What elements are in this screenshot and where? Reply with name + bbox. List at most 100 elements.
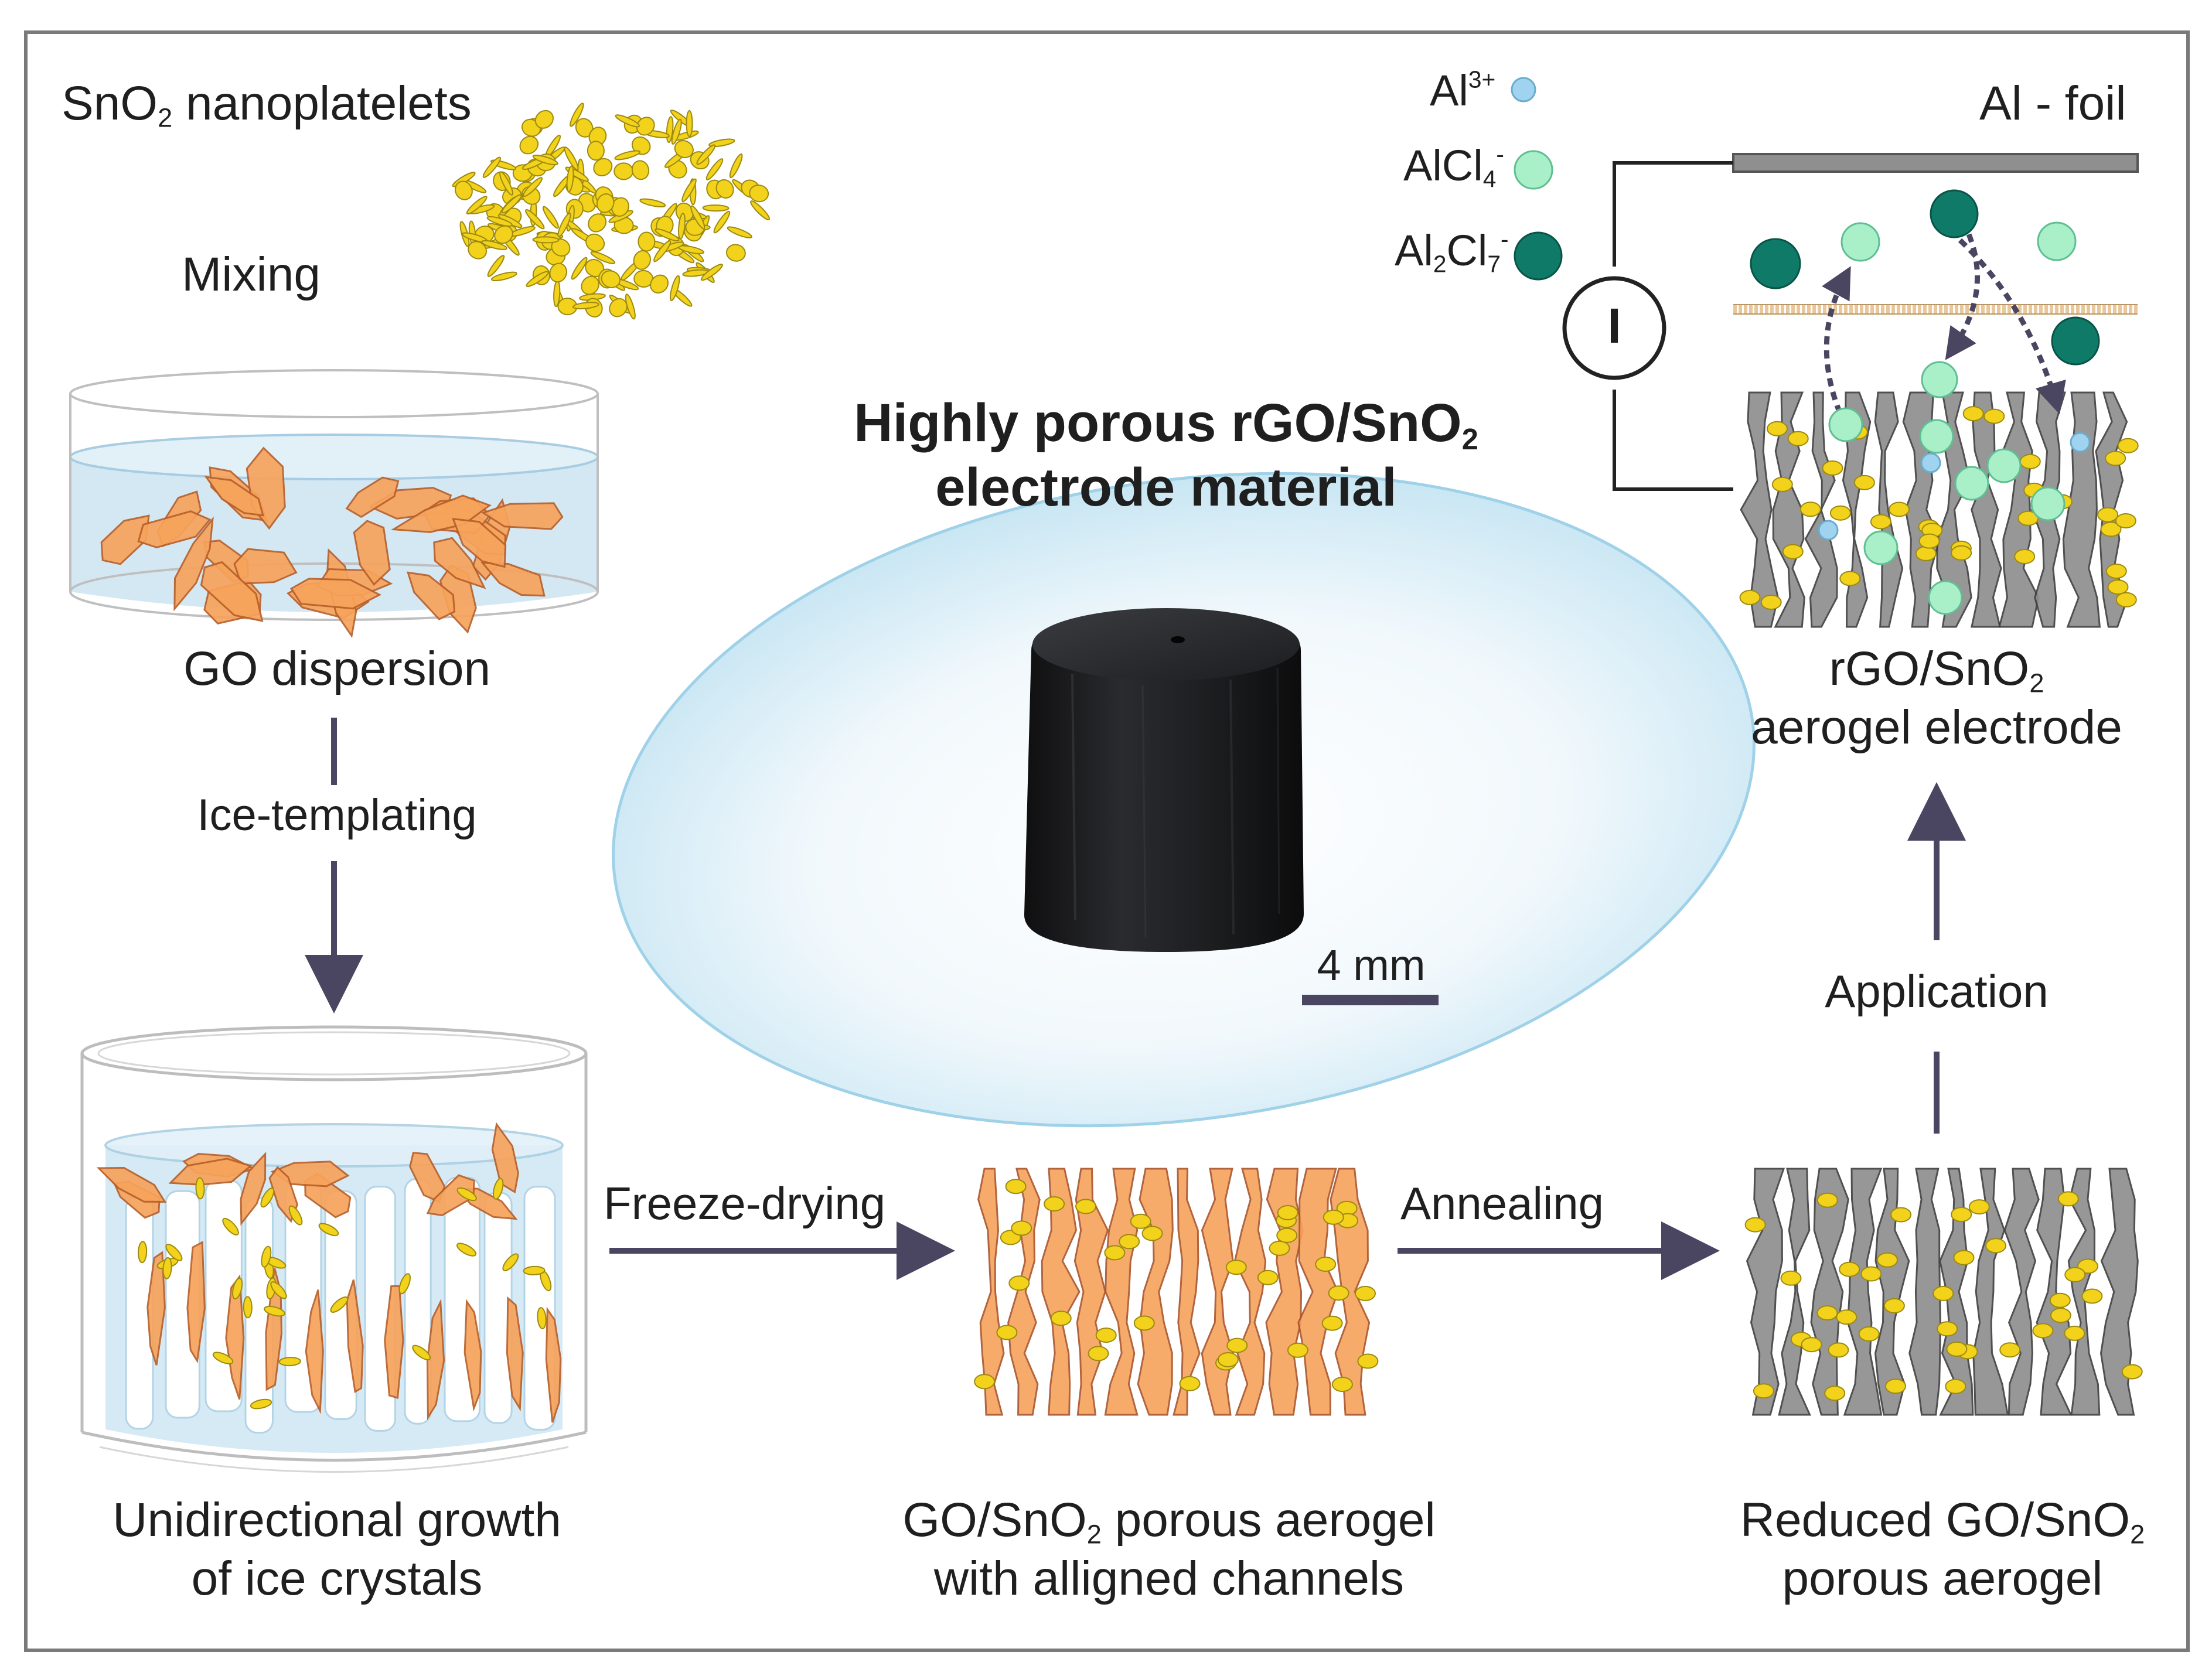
nanoplatelet	[2032, 1323, 2054, 1339]
alcl4-ion	[2030, 486, 2066, 521]
ice-templating-label: Ice-templating	[197, 790, 477, 840]
ion-transport-arrows	[1822, 233, 2066, 415]
ice-templating-beaker	[80, 1025, 588, 1473]
nanoplatelet	[1951, 1207, 1972, 1223]
nanoplatelet	[1276, 1227, 1298, 1243]
nanoplatelet	[690, 205, 705, 230]
nanoplatelet	[1801, 1337, 1822, 1353]
nanoplatelet	[593, 158, 613, 177]
nanoplatelet	[523, 177, 543, 197]
go-sno2-aerogel-label: GO/SnO2 porous aerogel	[902, 1493, 1436, 1550]
go-flake	[225, 1274, 245, 1400]
al3-ion	[2070, 432, 2091, 453]
nanoplatelet	[525, 209, 545, 230]
nanoplatelet	[590, 251, 616, 264]
go-flake	[345, 476, 400, 518]
nanoplatelet	[501, 194, 522, 214]
nanoplatelet	[615, 114, 640, 128]
nanoplatelet	[572, 302, 599, 310]
go-flake	[426, 1174, 475, 1217]
go-flake	[200, 561, 264, 622]
go-sno2-aerogel-illustration	[974, 1168, 1379, 1416]
go-flake	[240, 1151, 267, 1226]
nanoplatelet	[260, 1187, 275, 1208]
go-flake	[146, 1251, 166, 1366]
current-meter	[1562, 276, 1666, 380]
nanoplatelet	[1119, 1234, 1140, 1250]
nanoplatelet	[1130, 1213, 1151, 1229]
nanoplatelet	[288, 1205, 303, 1226]
nanoplatelet	[2017, 510, 2039, 526]
go-flake	[481, 502, 564, 530]
nanoplatelet	[250, 1398, 272, 1410]
nanoplatelet	[1829, 505, 1851, 521]
go-flake	[452, 518, 507, 568]
nanoplatelet	[1953, 1250, 1975, 1265]
go-flake	[186, 1241, 206, 1364]
nanoplatelet	[1357, 1353, 1379, 1369]
nanoplatelet	[1760, 595, 1782, 610]
nanoplatelet	[481, 240, 507, 250]
nanoplatelet	[587, 141, 605, 161]
go-flake	[233, 548, 298, 585]
aerogel-sheet	[977, 1168, 1005, 1416]
nanoplatelet	[650, 274, 669, 294]
nanoplatelet	[1822, 460, 1843, 476]
nanoplatelet	[330, 1296, 349, 1313]
nanoplatelet	[1985, 1238, 2007, 1254]
nanoplatelet	[1771, 476, 1793, 492]
nanoplatelet	[1816, 1192, 1838, 1208]
nanoplatelet	[638, 231, 656, 252]
alcl4-ion	[1986, 448, 2022, 483]
freeze-drying-label: Freeze-drying	[604, 1178, 886, 1229]
nanoplatelet	[671, 118, 682, 145]
aerogel-sheet	[1804, 391, 1838, 628]
nanoplatelet	[702, 204, 730, 212]
ion-alcl4-label: AlCl4-	[1403, 141, 1504, 193]
mixing-label: Mixing	[182, 248, 321, 301]
nanoplatelet	[1885, 1378, 1906, 1394]
nanoplatelet	[1945, 1378, 1966, 1394]
nanoplatelet	[2019, 453, 2041, 469]
legend-al2cl7-ion	[1514, 231, 1563, 281]
legend-al3-ion	[1511, 77, 1536, 103]
aerogel-sheet	[1740, 391, 1779, 628]
nanoplatelet	[456, 1243, 477, 1257]
nanoplatelet	[581, 275, 599, 295]
nanoplatelet	[614, 150, 640, 161]
nanoplatelet	[557, 213, 571, 237]
nanoplatelet	[696, 144, 716, 165]
aerogel-sheet	[1746, 1168, 1785, 1416]
nanoplatelet	[1780, 1270, 1802, 1286]
ice-crystals-label: of ice crystals	[191, 1552, 483, 1605]
nanoplatelet	[700, 264, 723, 281]
nanoplatelet	[1918, 533, 1940, 549]
nanoplatelet	[532, 154, 558, 166]
al-foil-electrode	[1732, 153, 2139, 173]
nanoplatelet	[2105, 451, 2126, 466]
nanoplatelet	[1095, 1327, 1117, 1343]
current-meter-label: I	[1607, 298, 1621, 353]
nanoplatelet	[1011, 1220, 1032, 1236]
go-flake	[346, 1279, 364, 1393]
nanoplatelet	[486, 216, 513, 227]
nanoplatelet	[1075, 1199, 1096, 1214]
aerogel-sheet	[1843, 1168, 1883, 1416]
go-flake	[270, 1161, 350, 1187]
aerogel-sheet	[1007, 1168, 1041, 1416]
nanoplatelet	[1315, 1257, 1337, 1272]
sno2-nanoplatelets-label: SnO2 nanoplatelets	[62, 77, 472, 133]
go-flake	[463, 1299, 482, 1412]
nanoplatelet	[1277, 1205, 1298, 1220]
nanoplatelet	[596, 193, 615, 213]
nanoplatelet	[232, 1278, 243, 1300]
nanoplatelet	[2117, 438, 2139, 453]
nanoplatelet	[534, 110, 554, 129]
nanoplatelet	[2014, 549, 2036, 564]
nanoplatelet	[564, 146, 579, 170]
nanoplatelet	[2121, 1364, 2143, 1380]
go-flake	[305, 1289, 324, 1415]
nanoplatelet	[542, 206, 559, 229]
nanoplatelet	[1257, 1269, 1279, 1285]
nanoplatelet	[1323, 1209, 1344, 1225]
